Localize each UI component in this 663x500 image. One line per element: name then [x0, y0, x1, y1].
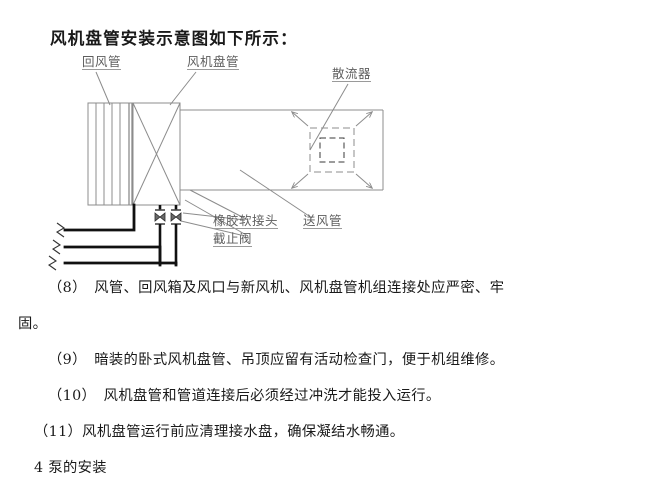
paragraph-10: （10） 风机盘管和管道连接后必须经过冲洗才能投入运行。 — [48, 388, 441, 404]
label-return-air-duct: 回风管 — [82, 54, 122, 71]
pipe-break-symbols — [47, 222, 66, 271]
label-diffuser: 散流器 — [332, 66, 372, 83]
label-rubber-flexible-joint: 橡胶软接头 — [213, 213, 279, 230]
label-supply-air-duct: 送风管 — [303, 213, 343, 230]
label-fan-coil-unit: 风机盘管 — [187, 54, 240, 71]
fan-coil-schematic-figure — [0, 50, 663, 275]
stop-valve-2 — [170, 205, 182, 265]
pipe-chilled-return — [63, 245, 162, 267]
diagram-label-layer: 回风管 风机盘管 散流器 橡胶软接头 截止阀 送风管 — [0, 50, 663, 275]
section-4-heading: 4 泵的安装 — [34, 460, 107, 476]
pipe-condensate — [63, 203, 136, 232]
label-stop-valve: 截止阀 — [213, 231, 253, 248]
diffuser-symbol — [292, 112, 372, 188]
leader-lines — [95, 71, 349, 237]
fan-symbol-box — [132, 102, 181, 206]
paragraph-9: （9） 暗装的卧式风机盘管、吊顶应留有活动检查门，便于机组维修。 — [48, 352, 505, 368]
pipe-chilled-supply — [63, 261, 178, 267]
section-heading: 风机盘管安装示意图如下所示： — [50, 29, 298, 48]
coil-separator — [128, 103, 133, 205]
paragraph-11: （11）风机盘管运行前应清理接水盘，确保凝结水畅通。 — [34, 424, 405, 440]
paragraph-8-cont: 固。 — [18, 316, 48, 332]
paragraph-8: （8） 风管、回风箱及风口与新风机、风机盘管机组连接处应严密、牢 — [48, 280, 505, 296]
water-pipes — [63, 203, 178, 267]
supply-air-duct — [180, 109, 384, 191]
